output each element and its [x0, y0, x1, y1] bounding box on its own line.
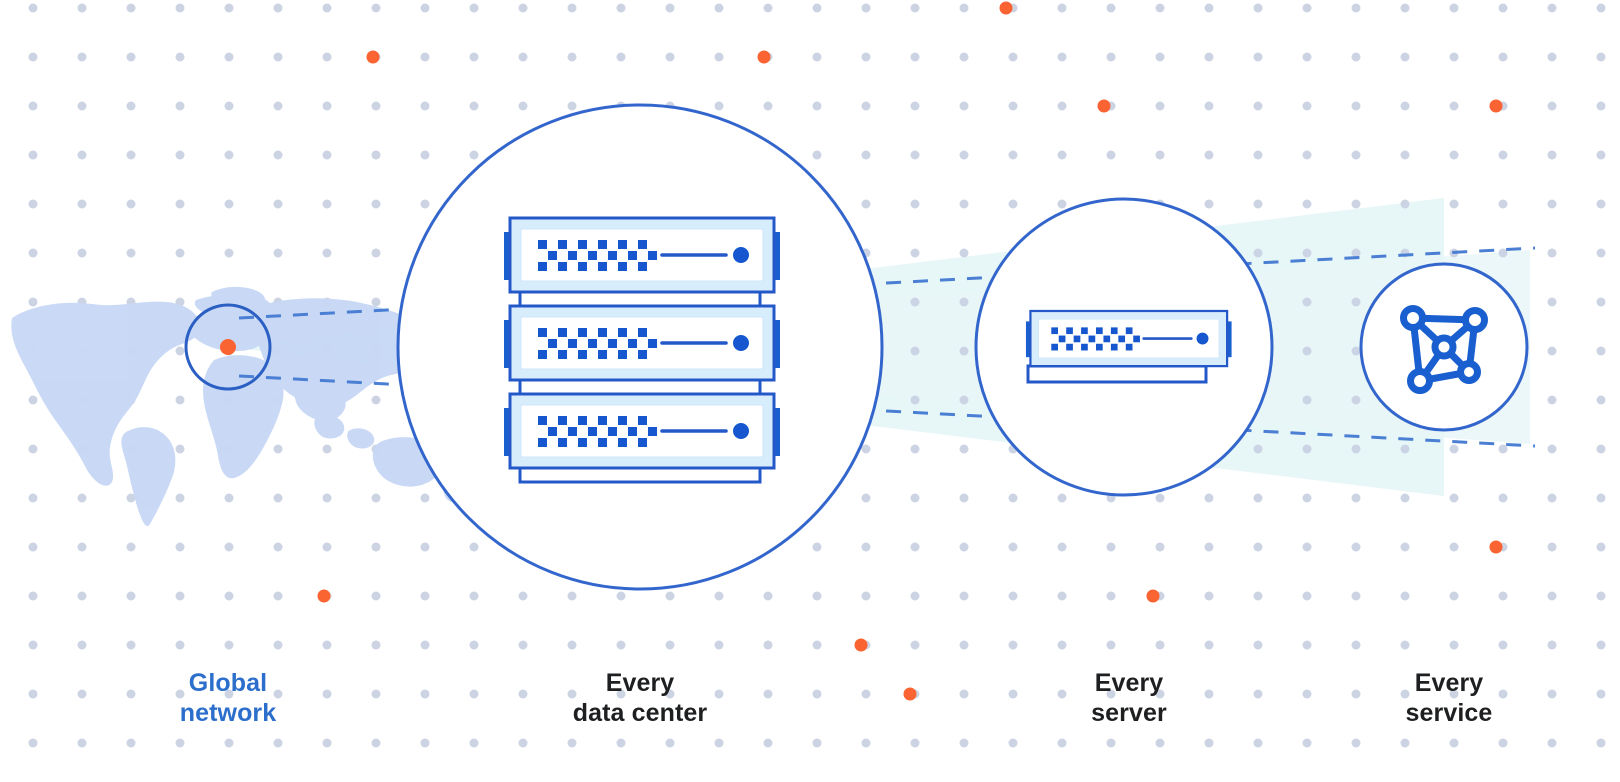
server-unit-2	[502, 304, 782, 382]
locus-circle	[184, 303, 272, 391]
accent-dots	[317, 1, 1503, 701]
server-group	[974, 197, 1274, 497]
map-pin-dot	[220, 339, 236, 355]
server-base	[1026, 364, 1208, 384]
server-unit-1	[502, 216, 782, 294]
server-unit-3	[502, 392, 782, 470]
service-group	[1359, 262, 1529, 432]
server-unit-single	[1024, 309, 1233, 368]
data-center-group	[396, 103, 884, 591]
network-graph-nodes	[1400, 305, 1488, 394]
